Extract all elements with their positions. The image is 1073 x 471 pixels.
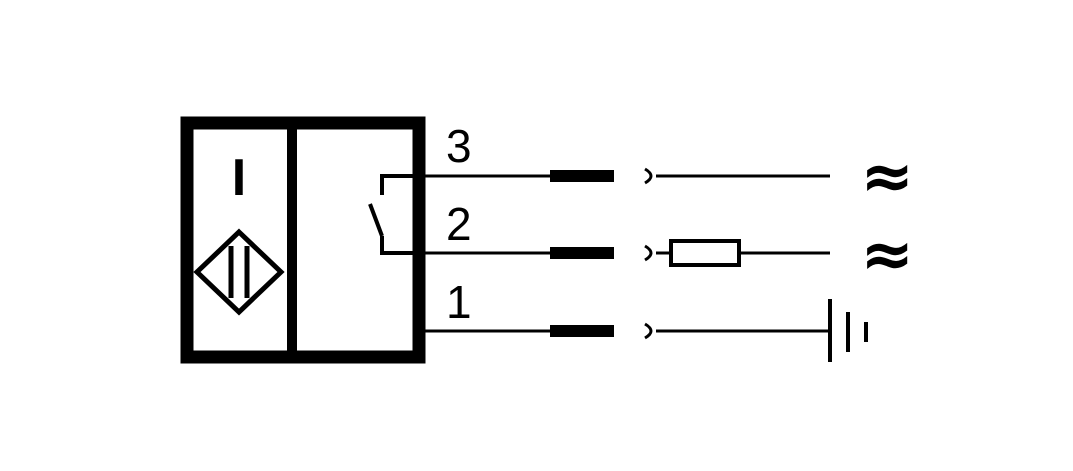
ac-supply-icon-lower: ≈ [860,218,914,292]
sensor-housing [180,116,426,364]
pin-label-2: 2 [446,198,472,250]
pin-label-3: 3 [446,120,472,172]
switch-wire-bottom [380,236,420,255]
wire-pin-3 [420,167,830,185]
wire-1-connector-socket [644,322,653,340]
wire-pin-2 [420,239,830,267]
sensor-type-letter: I [232,149,246,207]
wire-2-connector-socket [644,244,653,262]
resistor-load-icon [669,239,741,267]
normally-open-switch-icon [368,174,420,255]
ground-icon [828,299,868,362]
ac-supply-icon-upper: ≈ [860,140,914,214]
sensor-body-outline [180,116,426,364]
switch-wire-top [380,174,420,195]
wire-pin-1 [420,322,829,340]
pin-label-1: 1 [446,276,472,328]
inductive-proximity-sensor-icon: I [193,149,285,316]
switch-blade [368,203,384,237]
sensor-diamond-shape [193,228,285,316]
wire-3-connector-socket [644,167,653,185]
